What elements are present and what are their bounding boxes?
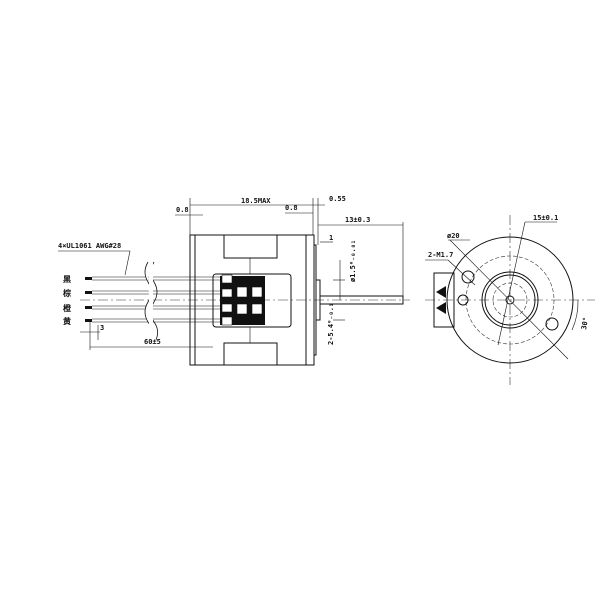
shaft xyxy=(319,295,404,305)
end-view: ø20 2-M1.7 15±0.1 30° xyxy=(425,214,595,385)
dim-right-offset: 0.8 xyxy=(285,204,298,212)
mount-hole xyxy=(461,270,475,284)
wire-label-orange: 橙 xyxy=(63,303,72,313)
wire-label-brown: 棕 xyxy=(62,288,71,298)
arrow-icon xyxy=(436,302,446,314)
dim-boss-height: 1 xyxy=(329,234,333,242)
bottom-magnet xyxy=(223,342,278,366)
dim-strip-length: 3 xyxy=(100,324,104,332)
outer-circle xyxy=(446,236,574,364)
dim-hole-spacing: 15±0.1 xyxy=(533,214,558,222)
dim-shaft-length: 13±0.3 xyxy=(345,216,370,224)
shaft-end xyxy=(505,295,515,305)
dim-angle: 30° xyxy=(580,316,590,330)
arrow-icon xyxy=(436,286,446,298)
top-magnet xyxy=(223,234,278,259)
connector xyxy=(433,272,455,328)
dim-outer-diameter: ø20 xyxy=(447,232,460,240)
side-view: 黑 棕 橙 黄 4×UL1061 AWG#28 18.5MAX 0.8 0.8 … xyxy=(58,195,410,366)
dim-left-offset: 0.8 xyxy=(176,206,189,214)
dim-boss-diameter: 2-5.4⁰₋₀.₁ xyxy=(327,303,335,345)
dim-wire-length: 60±5 xyxy=(144,338,161,346)
dim-flange-thickness: 0.55 xyxy=(329,195,346,203)
dim-mount-holes: 2-M1.7 xyxy=(428,251,453,259)
dim-shaft-diameter: ø1.5⁰₋₀.₀₁ xyxy=(349,240,357,282)
mount-hole xyxy=(545,317,559,331)
wire-spec-label: 4×UL1061 AWG#28 xyxy=(58,242,121,250)
terminal-block xyxy=(212,273,292,328)
wire-label-black: 黑 xyxy=(63,274,71,284)
wires xyxy=(85,261,222,341)
wire-label-yellow: 黄 xyxy=(63,316,71,326)
bolt-circle xyxy=(465,255,555,345)
dim-body-length: 18.5MAX xyxy=(241,197,271,205)
